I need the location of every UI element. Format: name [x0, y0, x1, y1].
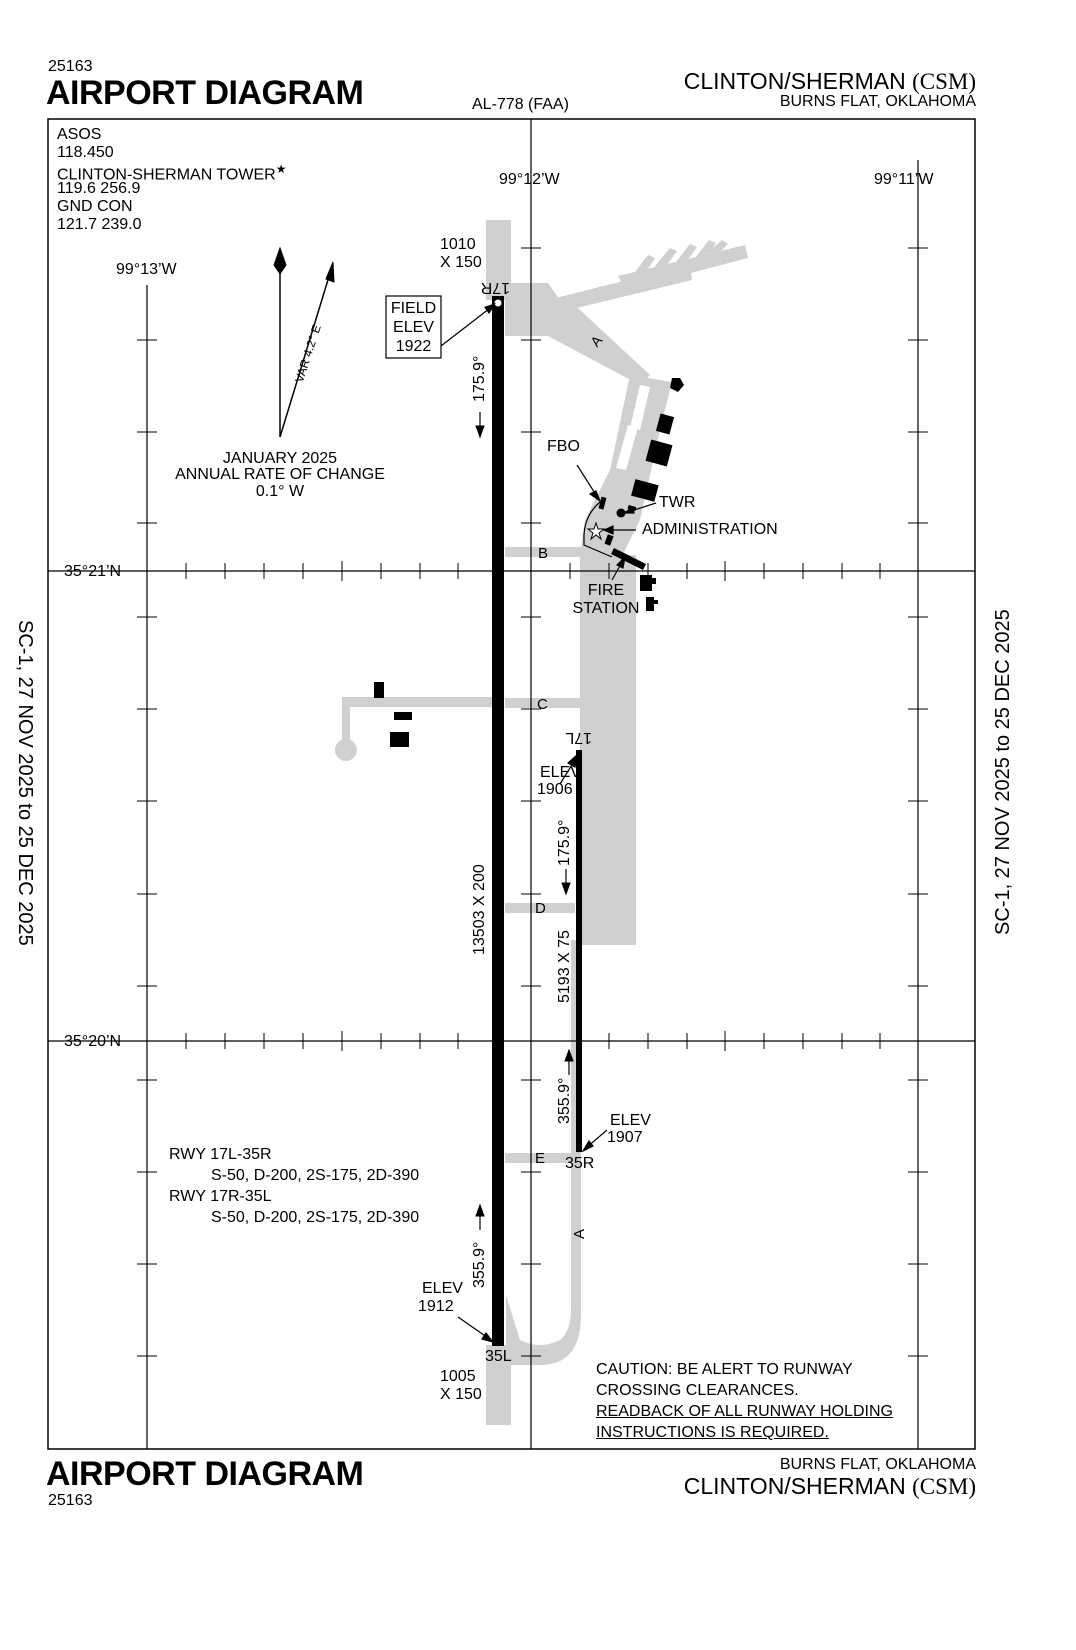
tower-label: CLINTON-SHERMAN TOWER★	[57, 162, 286, 184]
latitude-label-35-20: 35°20’N	[64, 1033, 122, 1050]
ground-frequencies: 121.7 239.0	[57, 216, 142, 233]
grid-lines	[48, 119, 975, 1449]
taxiway-b: B	[538, 545, 548, 562]
chart-id: AL-778 (FAA)	[472, 96, 569, 113]
field-elev-point	[494, 299, 502, 307]
tower-frequencies: 119.6 256.9	[57, 180, 141, 197]
map-frame	[47, 118, 976, 1450]
caution-line-1: CAUTION: BE ALERT TO RUNWAY	[596, 1361, 853, 1378]
procedure-number-bottom: 25163	[48, 1492, 93, 1509]
tower-label-text: CLINTON-SHERMAN TOWER	[57, 166, 276, 184]
taxiway-d: D	[535, 900, 546, 917]
caution-line-4: INSTRUCTIONS IS REQUIRED.	[596, 1424, 829, 1441]
field-elev-box	[385, 295, 442, 359]
asos-label: ASOS	[57, 126, 102, 143]
title-bottom: AIRPORT DIAGRAM	[46, 1455, 364, 1493]
taxiway-a-south: A	[571, 1229, 588, 1239]
longitude-label-99-11: 99°11’W	[874, 171, 934, 188]
strength-rwy-17l-35r-label: RWY 17L-35R	[169, 1146, 272, 1163]
magvar-date: JANUARY 2025	[222, 450, 338, 467]
part-time-star-icon: ★	[275, 162, 287, 176]
runway-17r-heading: 175.9°	[471, 355, 488, 402]
latitude-label-35-21: 35°21’N	[64, 563, 122, 580]
overrun-35l-length: 1005	[440, 1368, 476, 1385]
ground-label: GND CON	[57, 198, 133, 215]
airport-code: (CSM)	[912, 69, 976, 94]
tower-star-icon	[586, 521, 606, 541]
city-state-top: BURNS FLAT, OKLAHOMA	[779, 93, 976, 110]
airport-name-bottom: CLINTON/SHERMAN (CSM)	[684, 1473, 976, 1500]
pavement	[335, 220, 748, 1425]
field-elev-label-2: ELEV	[393, 319, 434, 336]
runway-35l-elev-label: ELEV	[422, 1280, 463, 1297]
leader-lines	[457, 464, 657, 1344]
runway-17r-designator: 17R	[480, 279, 510, 296]
strength-rwy-17l-35r-values: S-50, D-200, 2S-175, 2D-390	[211, 1167, 420, 1184]
runway-35l-designator: 35L	[485, 1348, 512, 1365]
airport-name-text: CLINTON/SHERMAN	[683, 68, 906, 94]
buildings	[374, 378, 684, 747]
runway-35l-elev-value: 1912	[418, 1298, 454, 1315]
runway-35r-elev-value: 1907	[607, 1129, 643, 1146]
runway-17l-35r	[576, 750, 582, 1152]
fire-station-label-2: STATION	[572, 600, 640, 617]
airport-name-text-bottom: CLINTON/SHERMAN	[683, 1473, 906, 1499]
field-elev-arrowhead	[484, 303, 496, 314]
runway-17r-35l	[492, 296, 504, 1346]
procedure-number-top: 25163	[48, 58, 93, 75]
runway-17l-designator: 17L	[565, 729, 592, 746]
overrun-35l-width: X 150	[440, 1386, 482, 1403]
airport-code-bottom: (CSM)	[912, 1474, 976, 1499]
city-state-bottom: BURNS FLAT, OKLAHOMA	[779, 1456, 976, 1473]
strength-rwy-17r-35l-values: S-50, D-200, 2S-175, 2D-390	[211, 1209, 420, 1226]
runway-17l-elev-label: ELEV	[540, 764, 581, 781]
asos-frequency: 118.450	[57, 144, 114, 161]
runway-main-dimensions: 13503 X 200	[471, 864, 488, 955]
heading-arrows	[475, 412, 574, 1230]
field-elev-leader	[440, 304, 495, 347]
administration-label: ADMINISTRATION	[642, 521, 778, 538]
apron-islands	[616, 385, 650, 470]
fbo-label: FBO	[547, 438, 580, 455]
magvar-rate: 0.1° W	[255, 483, 305, 500]
runway-17l-heading: 175.9°	[556, 819, 573, 866]
magvar-rate-label: ANNUAL RATE OF CHANGE	[175, 466, 385, 483]
runway-second-dimensions: 5193 X 75	[556, 930, 573, 1003]
caution-line-2: CROSSING CLEARANCES.	[596, 1382, 799, 1399]
fire-station-label-1: FIRE	[587, 582, 625, 599]
taxiway-e: E	[535, 1150, 545, 1167]
fbo-service-road	[583, 501, 613, 558]
strength-rwy-17r-35l-label: RWY 17R-35L	[169, 1188, 272, 1205]
title-top: AIRPORT DIAGRAM	[46, 74, 364, 112]
field-elev-value: 1922	[395, 338, 432, 355]
overrun-17r-length: 1010	[440, 236, 476, 253]
runway-35r-elev-label: ELEV	[610, 1112, 651, 1129]
grid-ticks	[137, 247, 928, 1357]
taxiway-c: C	[537, 696, 548, 713]
airport-name-top: CLINTON/SHERMAN (CSM)	[684, 68, 976, 95]
overrun-17r-width: X 150	[440, 254, 482, 271]
longitude-label-99-12: 99°12’W	[499, 171, 560, 188]
runway-35l-heading: 355.9°	[471, 1241, 488, 1288]
caution-line-3: READBACK OF ALL RUNWAY HOLDING	[596, 1403, 893, 1420]
longitude-label-99-13: 99°13’W	[116, 261, 177, 278]
tower-label-map: TWR	[659, 494, 696, 511]
runway-35r-heading: 355.9°	[556, 1077, 573, 1124]
magvar-arrows	[273, 246, 335, 438]
runway-17l-elev-value: 1906	[537, 781, 573, 798]
field-elev-label-1: FIELD	[390, 300, 437, 317]
runway-35r-designator: 35R	[565, 1155, 595, 1172]
